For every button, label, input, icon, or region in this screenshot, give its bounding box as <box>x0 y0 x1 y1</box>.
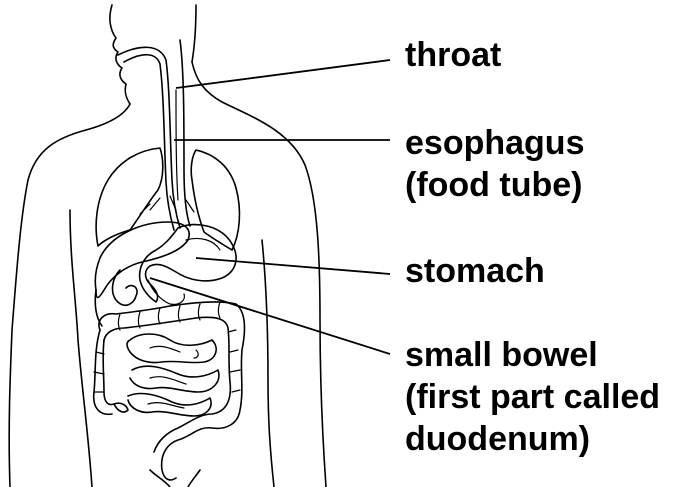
neck-left-outline <box>9 104 130 487</box>
duodenum <box>113 270 185 305</box>
right-arm-inner-outline <box>262 240 274 487</box>
neck-right-outline <box>192 62 326 487</box>
duodenum-outline <box>113 270 138 305</box>
pharynx-back-wall <box>180 40 190 226</box>
head-back-outline <box>192 5 196 62</box>
throat-label: throat <box>405 36 501 74</box>
esophagus-label: esophagus <box>405 124 584 162</box>
large-intestine <box>94 302 245 480</box>
left-arm-inner-outline <box>70 210 92 487</box>
ascending-colon-inner <box>103 340 114 405</box>
labels: throat esophagus (food tube) stomach sma… <box>405 36 660 458</box>
appendix <box>114 403 128 412</box>
stomach-leader-line <box>196 258 390 274</box>
stomach-label: stomach <box>405 252 545 290</box>
esophagus-sublabel: (food tube) <box>405 166 583 204</box>
small-intestine-coil-2 <box>130 366 219 392</box>
small-bowel-leader-line <box>150 278 390 354</box>
esophagus-left-wall <box>118 47 180 228</box>
right-lung <box>191 150 239 250</box>
small-bowel-sublabel-1: (first part called <box>405 378 660 416</box>
small-bowel-label: small bowel <box>405 336 598 374</box>
small-intestine <box>127 334 219 416</box>
throat-leader-line <box>176 60 390 88</box>
esophagus <box>118 40 190 230</box>
right-hip-outline <box>188 470 200 487</box>
trachea-line <box>176 90 178 200</box>
small-bowel-sublabel-2: duodenum) <box>405 420 590 458</box>
